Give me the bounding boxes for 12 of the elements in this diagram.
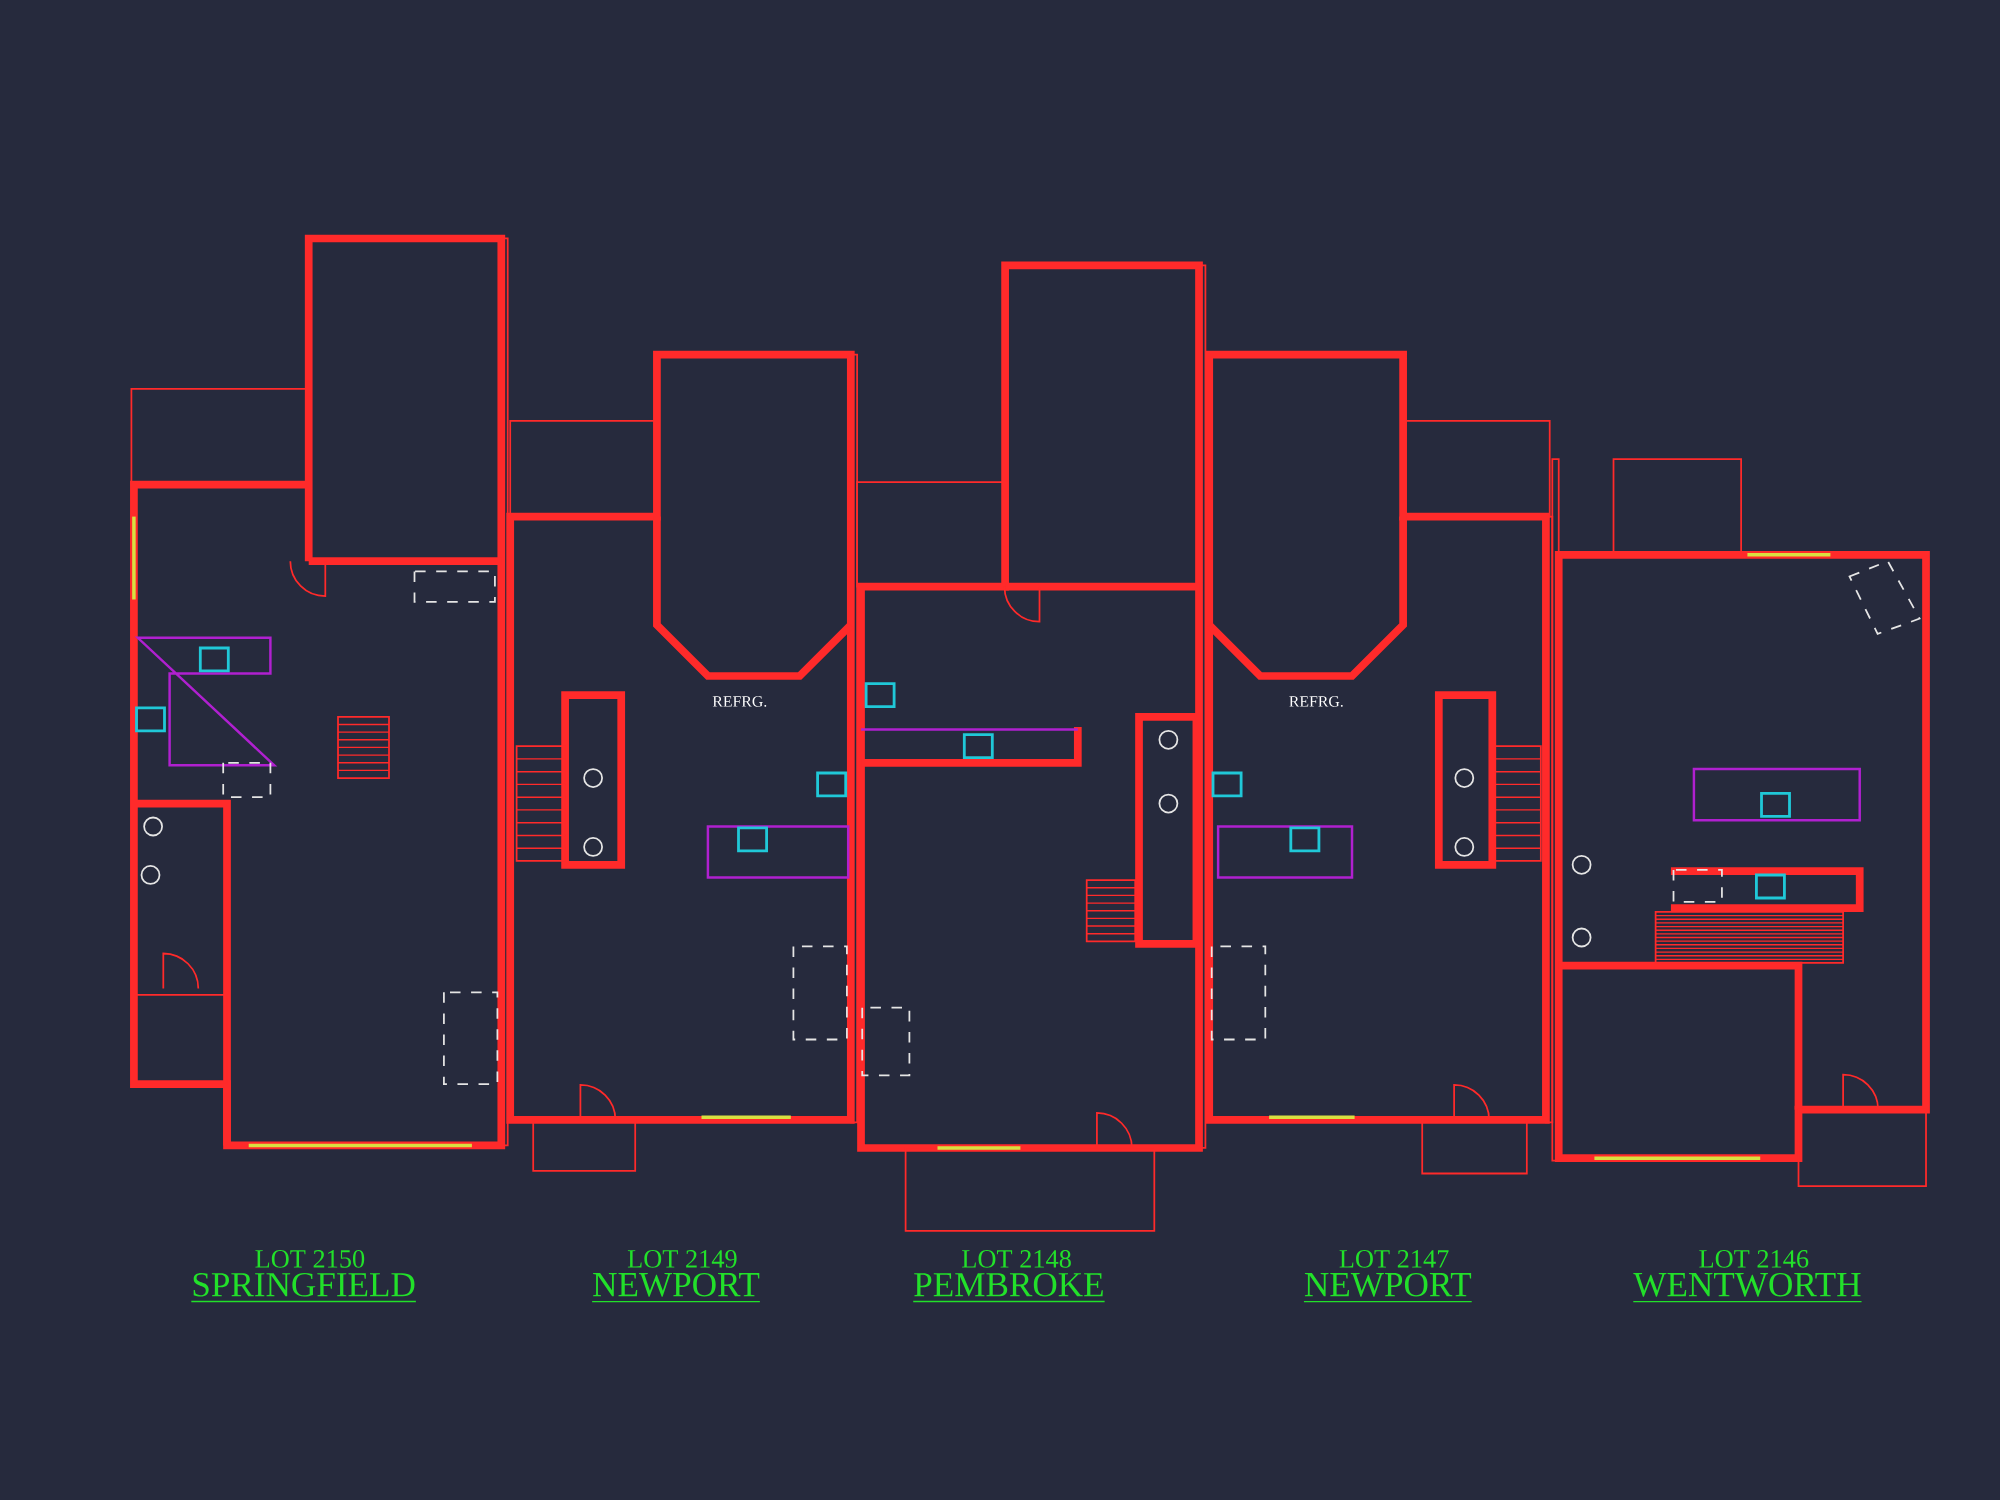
appliance-label: REFRG. xyxy=(712,696,767,707)
plan-name: SPRINGFIELD xyxy=(190,1273,417,1303)
lot-number: LOT 2149 xyxy=(627,1250,737,1268)
lot-number: LOT 2146 xyxy=(1699,1250,1809,1268)
appliance-label: REFRG. xyxy=(1289,696,1343,707)
plan-name: WENTWORTH xyxy=(1632,1272,1863,1303)
plan-name: NEWPORT xyxy=(591,1272,761,1303)
lot-number: LOT 2147 xyxy=(1339,1250,1449,1268)
lot-number: LOT 2150 xyxy=(255,1250,365,1268)
lot-number: LOT 2148 xyxy=(962,1250,1071,1268)
plan-name: PEMBROKE xyxy=(912,1273,1106,1303)
plan-name: NEWPORT xyxy=(1303,1272,1473,1303)
